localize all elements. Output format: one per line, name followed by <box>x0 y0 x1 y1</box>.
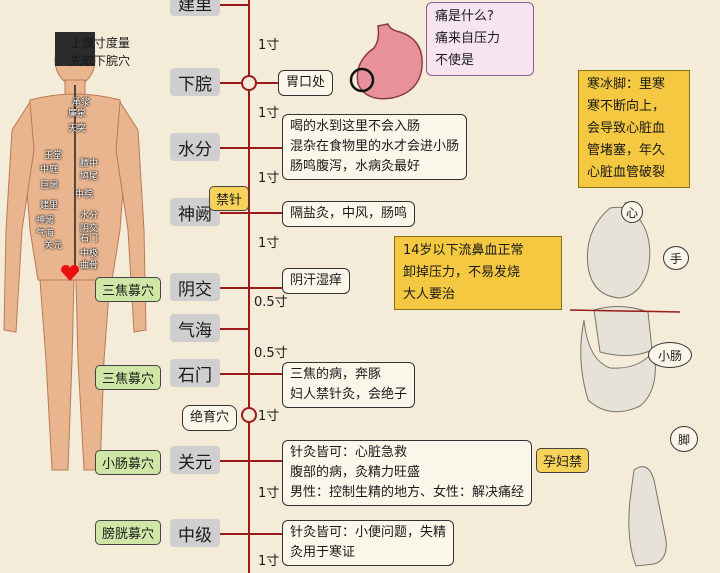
branch-line <box>220 373 248 375</box>
meridian-line <box>248 0 250 573</box>
acupoint-label: 神阙 <box>36 216 55 226</box>
tag-xiaochang-mu: 小肠募穴 <box>95 450 162 475</box>
point-guanyuan: 关元 <box>170 446 220 474</box>
distance-label: 0.5寸 <box>254 295 288 310</box>
branch-line <box>220 287 248 289</box>
acupoint-label: 水分 <box>80 211 99 221</box>
note-shuifen: 喝的水到这里不会入肠混杂在食物里的水才会进小肠肠鸣腹泻，水病灸最好 <box>282 114 468 180</box>
distance-label: 0.5寸 <box>254 346 288 361</box>
branch-line <box>250 287 282 289</box>
distance-label: 1寸 <box>258 486 280 501</box>
branch-line <box>250 82 278 84</box>
point-yinjiao: 阴交 <box>170 273 220 301</box>
distance-label: 1寸 <box>258 409 280 424</box>
point-jianli: 建里 <box>170 0 220 16</box>
stomach-note: 痛是什么?痛来自压力不使是 <box>426 2 534 76</box>
point-zhongji: 中级 <box>170 519 220 547</box>
branch-line <box>250 147 282 149</box>
branch-line <box>220 460 248 462</box>
acupoint-label: 膻中 <box>80 159 99 169</box>
acupoint-label: 中脘 <box>75 190 94 200</box>
acupoint-label: 曲骨 <box>80 261 99 271</box>
distance-label: 1寸 <box>258 106 280 121</box>
distance-label: 1寸 <box>258 38 280 53</box>
body-figure <box>3 32 147 471</box>
acupoint-label: 关元 <box>44 241 63 251</box>
cold-foot-note: 寒冰脚：里寒寒不断向上，会导致心脏血管堵塞，年久心脏血管破裂 <box>578 70 690 188</box>
note-zhongji: 针灸皆可：小便问题，失精灸用于寒证 <box>282 520 455 566</box>
note-shenque: 隔盐灸，中风，肠鸣 <box>282 201 416 227</box>
tag-sanjiao-mu-2: 三焦募穴 <box>95 365 162 390</box>
acupoint-label: 中庭 <box>40 165 59 175</box>
branch-line <box>220 212 248 214</box>
acupoint-label: 中极 <box>80 249 99 259</box>
acupoint-label: 阴交 <box>80 224 99 234</box>
branch-line <box>250 533 282 535</box>
label-hand: 手 <box>663 246 689 270</box>
note-guanyuan: 针灸皆可：心脏急救腹部的病，灸精力旺盛男性：控制生精的地方、女性：解决痛经 <box>282 440 533 506</box>
tag-sanjiao-mu-1: 三焦募穴 <box>95 277 162 302</box>
xiawan-node <box>241 75 257 91</box>
hair <box>55 32 95 66</box>
body-header-line2: 先取下脘穴 <box>70 54 131 68</box>
label-small-intestine: 小肠 <box>648 342 692 368</box>
acupoint-label: 天突 <box>68 124 87 134</box>
note-xiawan: 胃口处 <box>278 70 334 96</box>
tag-pangguang-mu: 膀胱募穴 <box>95 520 162 545</box>
branch-line <box>220 82 242 84</box>
note-shimen: 三焦的病，奔豚妇人禁针灸，会绝子 <box>282 362 416 408</box>
acupoint-label: 承浆 <box>72 98 91 108</box>
branch-line <box>250 373 282 375</box>
distance-label: 1寸 <box>258 171 280 186</box>
acupoint-label: 巨阙 <box>40 181 59 191</box>
label-heart: 心 <box>621 201 643 223</box>
nosebleed-note: 14岁以下流鼻血正常卸掉压力，不易发烧大人要治 <box>394 236 562 310</box>
point-shuifen: 水分 <box>170 133 220 161</box>
branch-line <box>250 460 282 462</box>
acupoint-label: 鸠尾 <box>80 172 99 182</box>
tag-jueyu: 绝育穴 <box>182 405 238 431</box>
branch-line <box>220 147 248 149</box>
point-qihai: 气海 <box>170 314 220 342</box>
branch-line <box>220 328 248 330</box>
acupoint-label: 建里 <box>40 201 59 211</box>
branch-line <box>250 212 282 214</box>
branch-line <box>220 533 248 535</box>
distance-label: 1寸 <box>258 554 280 569</box>
acupoint-label: 石门 <box>80 234 99 244</box>
distance-label: 1寸 <box>258 236 280 251</box>
note-yinjiao: 阴汗湿痒 <box>282 268 351 294</box>
acupoint-label: 气海 <box>36 229 55 239</box>
acupoint-label: 廉泉 <box>68 109 87 119</box>
anatomy-illustration <box>570 201 680 567</box>
branch-line <box>220 4 248 6</box>
label-foot: 脚 <box>670 426 698 452</box>
body-header-line1: 上腹寸度量 <box>70 36 131 50</box>
acupoint-label: 玉堂 <box>44 151 63 161</box>
point-shimen: 石门 <box>170 359 220 387</box>
tag-yunfu-jin: 孕妇禁 <box>536 448 590 473</box>
heart-icon <box>61 265 79 281</box>
stomach-illustration <box>349 23 423 100</box>
tag-jinzhen: 禁针 <box>209 186 250 211</box>
point-xiawan: 下脘 <box>170 68 220 96</box>
guanyuan-node <box>241 407 257 423</box>
